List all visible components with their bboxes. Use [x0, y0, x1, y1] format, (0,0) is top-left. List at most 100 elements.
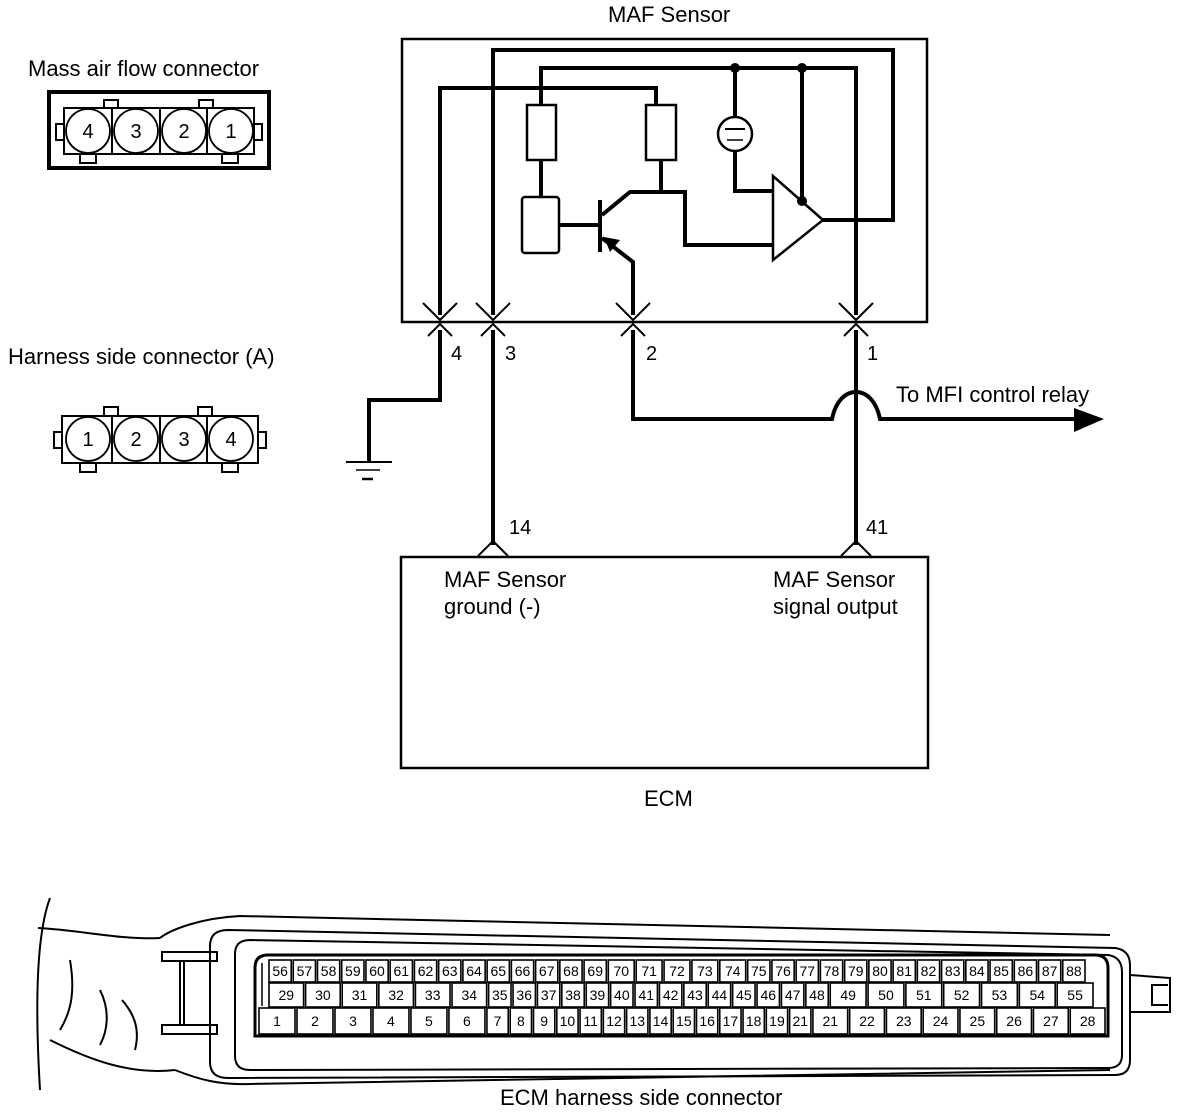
ecm-pin-cell: 53: [980, 982, 1019, 1008]
arrow-right-icon: [1074, 408, 1104, 432]
ecm-pin-label: 70: [613, 963, 629, 979]
ecm-pin-label: 86: [1018, 963, 1034, 979]
ecm-pin-cell: 85: [989, 959, 1014, 983]
harness-connector-title: Harness side connector (A): [8, 344, 275, 369]
ecm-pin-label: 75: [751, 963, 767, 979]
ecm-pin-cell: 55: [1056, 982, 1094, 1008]
ecm-pin-label: 19: [769, 1013, 785, 1029]
ecm-pin-label: 76: [775, 963, 791, 979]
ecm-pin-label: 10: [560, 1013, 576, 1029]
pin-terminal-icon: [615, 302, 651, 337]
ecm-pin-label: 38: [565, 987, 581, 1003]
maf-connector-title: Mass air flow connector: [28, 56, 259, 81]
ecm-pin-cell: 73: [691, 959, 719, 983]
resistor-left: [525, 103, 558, 162]
ecm-pin-cell: 54: [1018, 982, 1056, 1008]
ecm-pin-label: 45: [736, 987, 752, 1003]
ecm-pin-cell: 47: [780, 982, 805, 1008]
ecm-pin-cell: 24: [922, 1007, 959, 1035]
ecm-pin-cell: 12: [602, 1007, 626, 1035]
ecm-signal-label-line2: signal output: [773, 594, 898, 619]
ecm-pin-label: 27: [1043, 1013, 1059, 1029]
ecm-pin-label: 65: [490, 963, 506, 979]
ecm-pin-cell: 31: [341, 982, 378, 1008]
ecm-pin-cell: 58: [316, 959, 341, 983]
ecm-pin-label: 39: [590, 987, 606, 1003]
ecm-pin-cell: 11: [579, 1007, 603, 1035]
ecm-pin-label: 16: [699, 1013, 715, 1029]
ecm-pin-label: 18: [746, 1013, 762, 1029]
ecm-pin-label: 13: [629, 1013, 645, 1029]
wire-harness-boot: [36, 897, 1111, 1091]
ecm-pin-cell: 70: [607, 959, 635, 983]
ecm-box: [399, 555, 930, 770]
ecm-pin-label: 80: [872, 963, 888, 979]
ecm-pin-cell: 21: [812, 1007, 849, 1035]
ecm-pin-label: 33: [425, 987, 441, 1003]
ground-icon: [346, 461, 392, 481]
ecm-pin-cell: 77: [795, 959, 820, 983]
ecm-pin-label: 34: [462, 987, 478, 1003]
ecm-pin-cell: 8: [509, 1007, 533, 1035]
ecm-pin-label: 78: [824, 963, 840, 979]
ecm-pin-label: 23: [896, 1013, 912, 1029]
ecm-pin-label: 21: [822, 1013, 838, 1029]
ecm-pin-cell: 74: [719, 959, 747, 983]
ecm-pin-label: 82: [921, 963, 937, 979]
ecm-pin-label: 40: [614, 987, 630, 1003]
wire-to-relay: [631, 330, 1076, 421]
ecm-pin-label: 84: [969, 963, 985, 979]
ecm-pin-cell: 45: [731, 982, 756, 1008]
maf-pin: 4: [65, 108, 111, 154]
ecm-pin-label: 72: [669, 963, 685, 979]
ecm-pin-cell: 22: [848, 1007, 886, 1035]
ecm-pin-label: 47: [785, 987, 801, 1003]
wire-pin4: [438, 86, 658, 315]
ecm-pin-cell: 35: [487, 982, 512, 1008]
ecm-pin-label: 69: [587, 963, 603, 979]
ecm-pin-label: 17: [723, 1013, 739, 1029]
maf-pin-label: 3: [130, 121, 141, 143]
ecm-ground-label-line1: MAF Sensor: [444, 567, 566, 592]
ecm-pin-label: 60: [369, 963, 385, 979]
maf-sensor-box: [400, 37, 929, 324]
ecm-pin-label: 28: [1080, 1013, 1096, 1029]
ecm-pin-label: 51: [916, 987, 932, 1003]
ecm-pin-label: 4: [387, 1013, 395, 1029]
sensor-pin-3-label: 3: [505, 343, 516, 365]
ecm-pin-cell: 33: [414, 982, 451, 1008]
ecm-pin-label: 49: [840, 987, 856, 1003]
ecm-signal-label-line1: MAF Sensor: [773, 567, 895, 592]
ecm-pin-cell: 63: [437, 959, 462, 983]
ecm-pin-cell: 56: [268, 959, 293, 983]
ecm-ground-label-line2: ground (-): [444, 594, 541, 619]
ecm-pin-label: 61: [394, 963, 410, 979]
ecm-pin-cell: 46: [756, 982, 781, 1008]
ecm-pin-cell: 65: [486, 959, 511, 983]
harness-pin-label: 2: [130, 429, 141, 451]
ecm-pin-label: 64: [466, 963, 482, 979]
ecm-pin-cell: 32: [378, 982, 415, 1008]
ecm-pin-cell: 23: [885, 1007, 922, 1035]
hot-wire-element: [520, 195, 561, 255]
ecm-pin-label: 55: [1067, 987, 1083, 1003]
ecm-pin-label: 11: [583, 1013, 598, 1029]
maf-sensor-title: MAF Sensor: [608, 2, 730, 27]
ecm-pin-cell: 27: [1032, 1007, 1070, 1035]
ecm-title: ECM: [644, 786, 693, 811]
ecm-pin-cell: 62: [413, 959, 438, 983]
ecm-pin-cell: 37: [536, 982, 561, 1008]
ecm-pin-label: 42: [663, 987, 679, 1003]
ecm-pin-cell: 30: [304, 982, 342, 1008]
ecm: MAF Sensor ground (-) MAF Sensor signal …: [399, 555, 930, 811]
ecm-pin-label: 15: [676, 1013, 692, 1029]
ecm-pin-label: 66: [515, 963, 531, 979]
ecm-pin-14-label: 14: [509, 517, 531, 539]
sensor-pin-1-label: 1: [867, 343, 878, 365]
harness-pin-label: 4: [225, 429, 236, 451]
ecm-pin-label: 21: [792, 1013, 808, 1029]
